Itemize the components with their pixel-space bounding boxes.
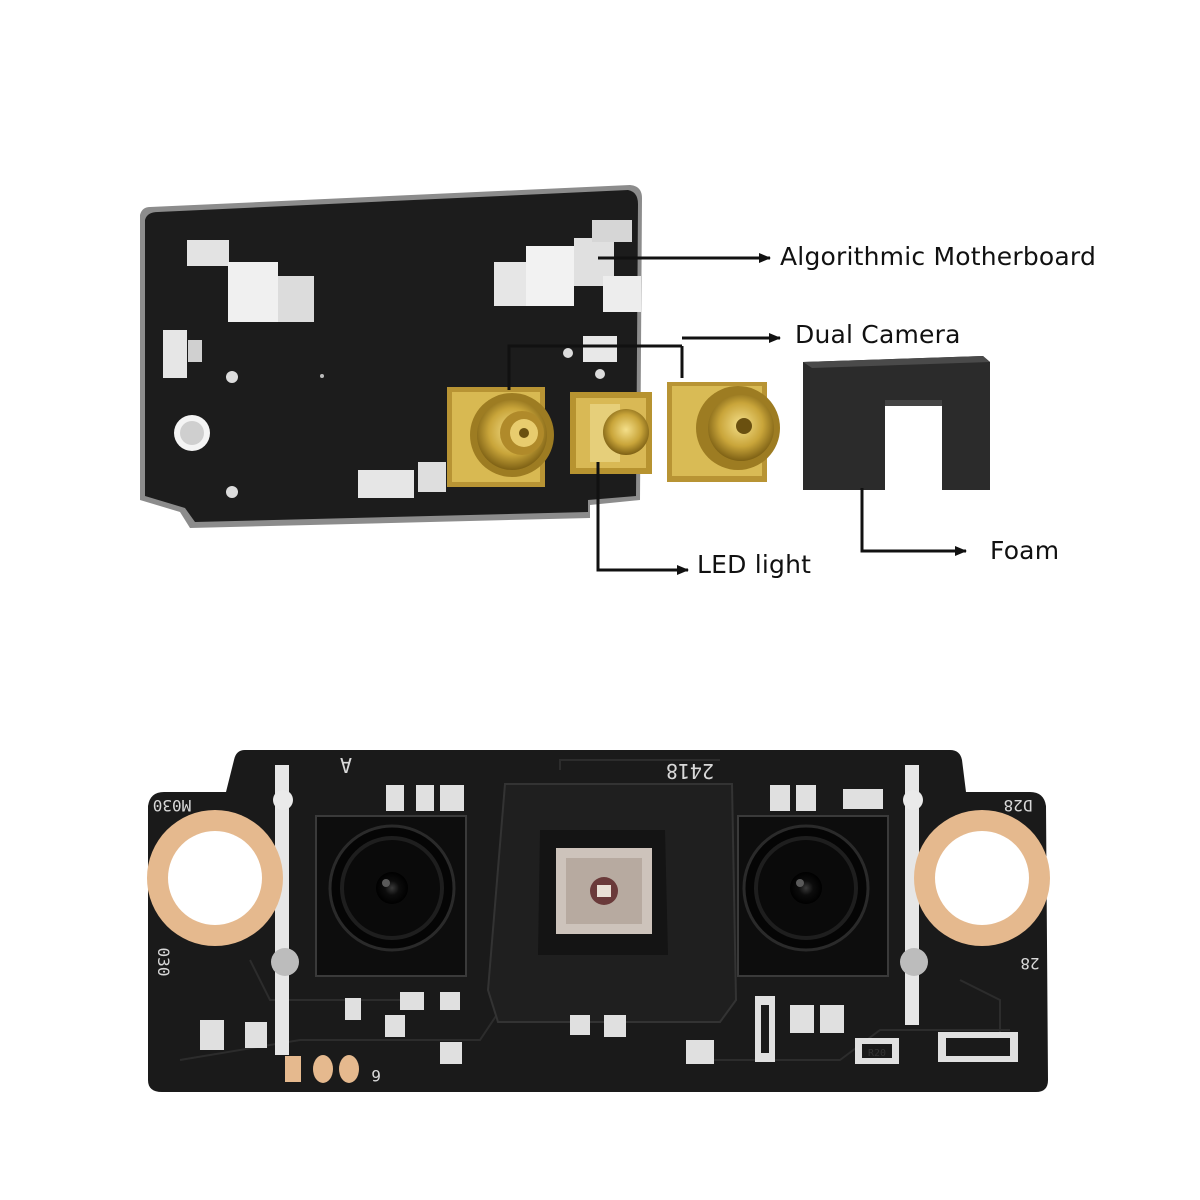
gold-pads — [285, 1055, 359, 1083]
silk-pin-one: 6 — [371, 1066, 381, 1085]
silk-left-top: M030 — [153, 796, 192, 815]
foam-block — [803, 356, 990, 490]
mounting-hole-right — [914, 810, 1050, 946]
left-camera — [315, 815, 467, 977]
mounting-hole-left — [147, 810, 283, 946]
led-light-arrow — [596, 462, 689, 575]
assembled-board: M030 030 D28 28 A 2418 6 R20 — [147, 750, 1050, 1092]
leader-lines — [507, 253, 967, 575]
silk-right-side: 28 — [1020, 954, 1039, 973]
smd-components — [200, 785, 1018, 1064]
silk-letter-a: A — [340, 753, 352, 777]
dual-camera-line-left — [507, 344, 682, 390]
silk-resistor: R20 — [868, 1048, 886, 1059]
silk-left-side: 030 — [154, 948, 173, 977]
motherboard-label: Algorithmic Motherboard — [780, 242, 1097, 271]
silk-date-code: 2418 — [666, 759, 714, 783]
foam-arrow — [860, 488, 967, 556]
exploded-view — [140, 185, 990, 575]
foam-and-led — [486, 783, 738, 1023]
dual-camera-label: Dual Camera — [795, 320, 961, 349]
foam-label: Foam — [990, 536, 1060, 565]
silk-right-top: D28 — [1004, 796, 1033, 815]
right-camera — [737, 815, 889, 977]
motherboard-board — [140, 185, 642, 528]
left-camera-module — [447, 387, 554, 487]
led-light-label: LED light — [697, 550, 812, 579]
right-camera-module — [667, 382, 780, 482]
led-module — [570, 392, 652, 474]
